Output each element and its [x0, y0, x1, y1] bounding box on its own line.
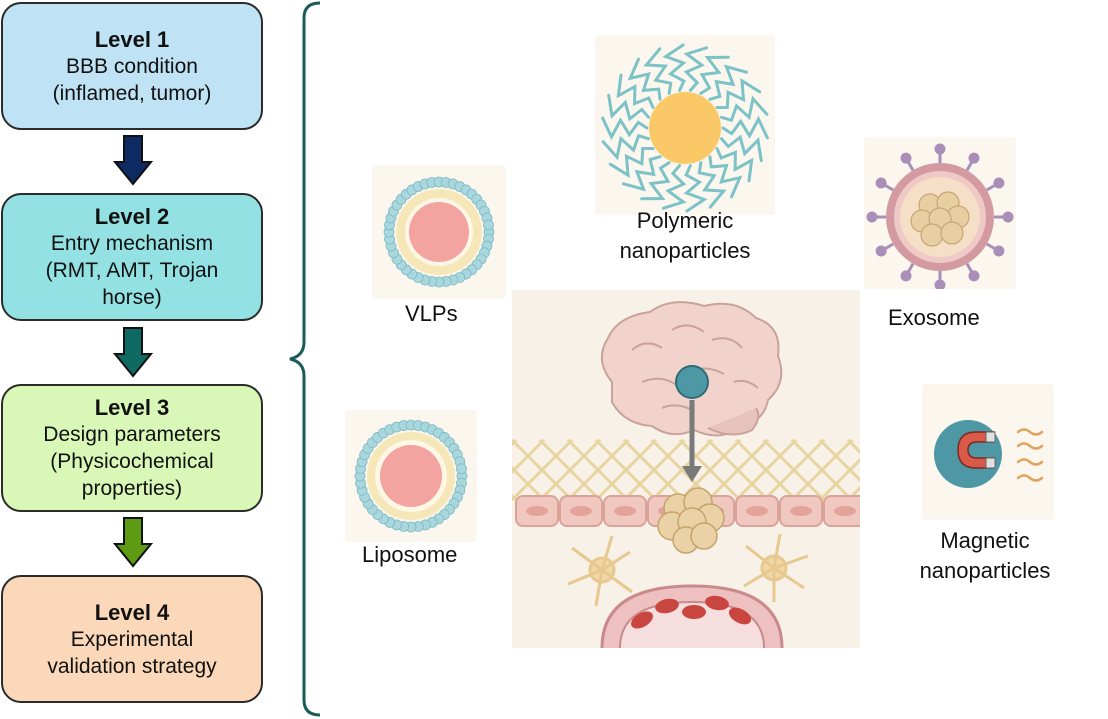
level-2-line-2: (RMT, AMT, Trojan [45, 259, 219, 282]
down-arrow-icon [113, 327, 153, 378]
level-1-title: Level 1 [94, 26, 170, 52]
down-arrow-icon [113, 517, 153, 568]
level-3-title: Level 3 [94, 395, 170, 420]
level-1-line-1: BBB condition [66, 54, 198, 78]
liposome-label: Liposome [362, 542, 458, 567]
level-2-title: Level 2 [94, 204, 170, 229]
exosome-label: Exosome [888, 305, 980, 330]
polymeric-label-line-2: nanoparticles [619, 238, 751, 263]
level-3-line-1: Design parameters [43, 423, 221, 446]
magnetic-nanoparticle-icon [934, 420, 1044, 488]
level-3-line-2: (Physicochemical [50, 450, 214, 473]
level-1-line-2: (inflamed, tumor) [52, 81, 212, 105]
polymeric-nanoparticle-icon [601, 43, 769, 213]
magnetic-label-line-2: nanoparticles [919, 558, 1051, 583]
level-2-line-3: horse) [102, 286, 162, 309]
level-3-line-3: properties) [81, 477, 183, 500]
curly-bracket [289, 1, 321, 717]
level-4-line-1: Experimental [70, 627, 194, 651]
level-4-box: Level 4 Experimental validation strategy [1, 575, 263, 703]
bbb-crossing-illustration [512, 290, 860, 648]
level-4-title: Level 4 [94, 599, 170, 625]
exosome-icon [866, 143, 1014, 289]
level-4-line-2: validation strategy [47, 654, 217, 678]
liposome-icon [354, 419, 468, 533]
level-1-box: Level 1 BBB condition (inflamed, tumor) [1, 2, 263, 130]
level-2-line-1: Entry mechanism [50, 232, 214, 255]
vlp-icon [383, 176, 495, 288]
down-arrow-icon [113, 135, 153, 186]
magnetic-label-line-1: Magnetic [940, 528, 1030, 553]
level-3-box: Level 3 Design parameters (Physicochemic… [1, 384, 263, 512]
magnetic-label: Magnetic nanoparticles [905, 526, 1065, 586]
vlps-label: VLPs [405, 301, 458, 326]
polymeric-label-line-1: Polymeric [636, 208, 734, 233]
level-2-box: Level 2 Entry mechanism (RMT, AMT, Troja… [1, 193, 263, 321]
polymeric-label: Polymeric nanoparticles [600, 206, 770, 266]
